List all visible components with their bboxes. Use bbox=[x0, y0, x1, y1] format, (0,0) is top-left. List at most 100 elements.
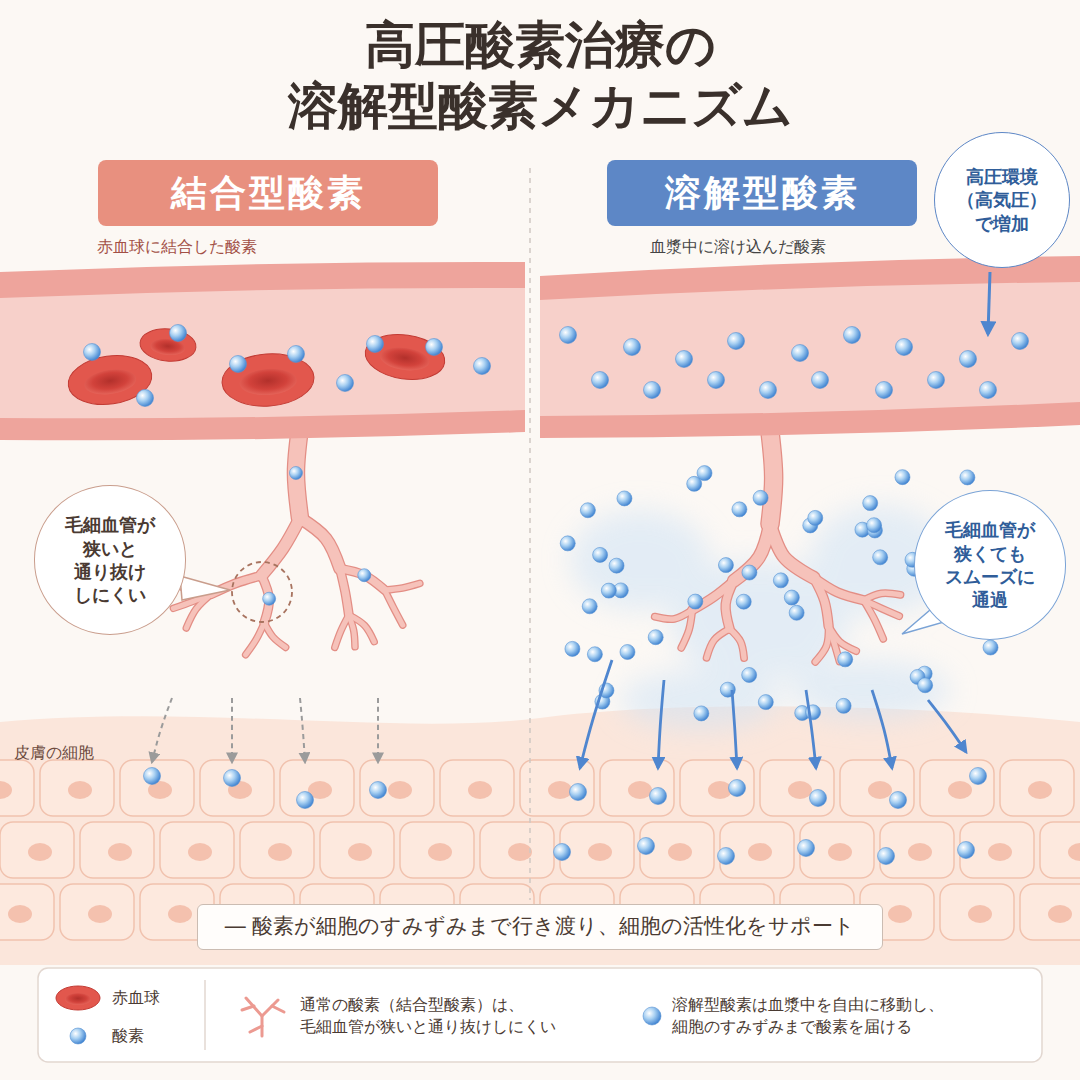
capillary-icon bbox=[250, 1026, 262, 1032]
cell-body bbox=[940, 884, 1014, 940]
bound-oxygen bbox=[84, 325, 491, 407]
dashed-arrow bbox=[300, 698, 305, 762]
oxygen-dot bbox=[263, 592, 276, 605]
oxygen-dot bbox=[742, 565, 757, 580]
capillary-wall bbox=[340, 569, 349, 615]
skin-cell bbox=[320, 822, 394, 878]
oxygen-dot bbox=[587, 647, 602, 662]
cell-body bbox=[360, 760, 434, 816]
cell-body bbox=[400, 822, 474, 878]
cell-body bbox=[840, 760, 914, 816]
capillary-tree-right bbox=[655, 432, 901, 662]
cell-nucleus bbox=[1028, 781, 1052, 799]
cell-nucleus bbox=[828, 843, 852, 861]
skin-cell bbox=[1020, 884, 1080, 940]
cell-nucleus bbox=[428, 843, 452, 861]
node-text: 高圧環境 （高気圧） で増加 bbox=[952, 165, 1052, 235]
oxygen-dot bbox=[773, 573, 788, 588]
capillary-wall bbox=[815, 626, 828, 662]
capillary-wall bbox=[770, 432, 774, 524]
cell-nucleus bbox=[348, 843, 372, 861]
capillary-wall bbox=[264, 623, 285, 648]
capillary bbox=[730, 629, 744, 658]
callout-circle: 高圧環境 （高気圧） で増加 bbox=[934, 132, 1070, 268]
oxygen-arrow bbox=[732, 690, 737, 768]
capillary bbox=[655, 610, 693, 619]
divider bbox=[529, 168, 531, 900]
cell-oxygen-left bbox=[144, 768, 387, 809]
oxygen-dot bbox=[867, 518, 882, 533]
cell-nucleus bbox=[108, 843, 132, 861]
legend-frame bbox=[38, 968, 1042, 1062]
skin-cell bbox=[480, 822, 554, 878]
cell-body bbox=[680, 760, 754, 816]
oxygen-dot bbox=[878, 848, 895, 865]
oxygen-dot bbox=[928, 372, 945, 389]
capillary-wall bbox=[385, 583, 420, 590]
vessel-lumen-left bbox=[0, 288, 525, 418]
oxygen-dot bbox=[84, 344, 101, 361]
cell-body bbox=[1040, 822, 1080, 878]
oxygen-dot bbox=[554, 844, 571, 861]
dashed-arrow bbox=[377, 698, 379, 762]
capillary-tree-left bbox=[173, 428, 419, 655]
capillary bbox=[707, 629, 730, 658]
capillary-wall bbox=[707, 629, 730, 658]
skin-cell bbox=[560, 822, 634, 878]
oxygen-dot bbox=[565, 641, 580, 656]
skin-cell bbox=[200, 760, 274, 816]
cell-nucleus bbox=[668, 843, 692, 861]
oxygen-dot bbox=[230, 356, 247, 373]
oxygen-dot bbox=[728, 333, 745, 350]
skin-cell bbox=[60, 884, 134, 940]
cell-nucleus bbox=[1068, 843, 1080, 861]
oxygen-dot bbox=[812, 372, 829, 389]
cell-body bbox=[160, 822, 234, 878]
rbc-rim bbox=[65, 350, 155, 409]
cell-body bbox=[120, 760, 194, 816]
rbc-center bbox=[65, 993, 91, 1005]
cell-body bbox=[1000, 760, 1074, 816]
legend-capillary-sample bbox=[242, 998, 284, 1036]
oxygen-dot bbox=[895, 470, 910, 485]
oxygen-dot bbox=[983, 640, 998, 655]
oxygen-arrow bbox=[658, 680, 664, 768]
oxygen-haze bbox=[570, 505, 950, 730]
cell-body bbox=[320, 822, 394, 878]
oxygen-dot bbox=[687, 476, 702, 491]
capillary-wall bbox=[335, 615, 349, 647]
oxygen-dot bbox=[798, 840, 815, 857]
skin-cell bbox=[40, 760, 114, 816]
oxygen-dot bbox=[718, 848, 735, 865]
capillary-wall bbox=[730, 629, 744, 658]
oxygen-dot bbox=[876, 382, 893, 399]
skin-cell bbox=[920, 760, 994, 816]
capillary bbox=[815, 626, 828, 662]
cell-body bbox=[560, 822, 634, 878]
capillary-wall bbox=[734, 524, 770, 581]
oxygen-dot bbox=[688, 594, 703, 609]
cell-body bbox=[480, 822, 554, 878]
node-text: 結合型酸素 bbox=[171, 170, 366, 217]
capillary bbox=[300, 518, 340, 569]
oxygen-dot bbox=[890, 792, 907, 809]
oxygen-dot bbox=[784, 590, 799, 605]
oxygen-dot bbox=[137, 390, 154, 407]
cell-body bbox=[760, 760, 834, 816]
capillary-icon bbox=[272, 1006, 284, 1012]
capillary bbox=[246, 623, 265, 655]
label: 赤血球に結合した酸素 bbox=[97, 236, 257, 258]
capillary bbox=[385, 590, 403, 625]
narrow-point bbox=[232, 562, 292, 622]
skin-cell bbox=[760, 760, 834, 816]
cell-nucleus bbox=[88, 905, 112, 923]
cell-nucleus bbox=[988, 843, 1012, 861]
label: 皮膚の細胞 bbox=[14, 742, 94, 764]
cell-nucleus bbox=[468, 781, 492, 799]
node-text: 溶解型酸素 bbox=[665, 170, 860, 217]
oxygen-dot bbox=[960, 470, 975, 485]
oxygen-dot bbox=[297, 792, 314, 809]
oxygen-dot bbox=[593, 547, 608, 562]
oxygen-dot bbox=[896, 339, 913, 356]
